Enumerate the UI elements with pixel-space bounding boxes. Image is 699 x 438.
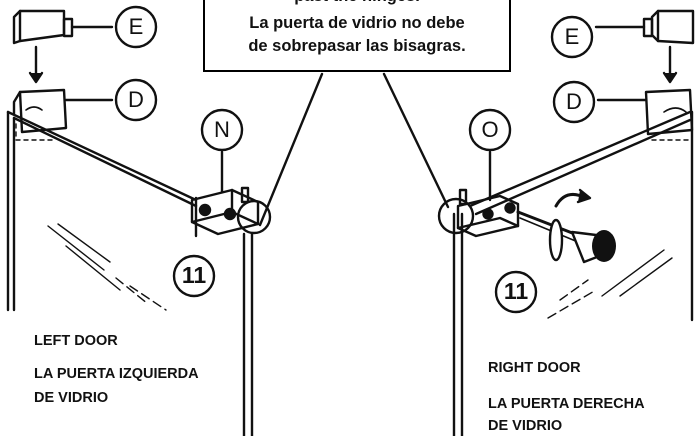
note-line-english: past the hinges. bbox=[205, 0, 509, 8]
part-d-left-label: D bbox=[128, 87, 144, 112]
bracket-d-left bbox=[12, 88, 114, 141]
warning-note-box: past the hinges. La puerta de vidrio no … bbox=[203, 0, 511, 72]
callout-leader-right bbox=[382, 72, 450, 209]
step-number-right: 11 bbox=[503, 278, 529, 304]
callout-d-left-circle bbox=[114, 78, 158, 122]
right-door-label-es-1: LA PUERTA DERECHA bbox=[488, 396, 645, 412]
callout-e-left-circle bbox=[114, 5, 158, 49]
part-o-label: O bbox=[481, 117, 499, 142]
callout-leader-left bbox=[258, 72, 324, 227]
glass-door-left bbox=[6, 110, 254, 436]
callout-11-left-circle bbox=[172, 254, 216, 298]
right-door-label-es-2: DE VIDRIO bbox=[488, 418, 563, 434]
callout-n-circle bbox=[200, 108, 244, 152]
step-number-left: 11 bbox=[181, 262, 207, 288]
callout-o-circle bbox=[468, 108, 512, 152]
note-line-spanish-2: de sobrepasar las bisagras. bbox=[248, 37, 466, 55]
callout-11-right-circle bbox=[494, 270, 538, 314]
left-door-label: LEFT DOOR bbox=[34, 333, 118, 349]
part-e-right-label: E bbox=[564, 24, 580, 49]
hinge-n bbox=[190, 150, 272, 236]
left-door-label-es-1: LA PUERTA IZQUIERDA bbox=[34, 366, 199, 382]
right-door-label: RIGHT DOOR bbox=[488, 360, 581, 376]
callout-e-right-circle bbox=[550, 15, 594, 59]
part-e-left-label: E bbox=[128, 14, 144, 39]
screwdriver bbox=[516, 188, 616, 264]
glass-door-right bbox=[452, 110, 694, 436]
arrow-down-right bbox=[662, 45, 678, 84]
arrow-down-left bbox=[28, 45, 44, 84]
part-d-right-label: D bbox=[566, 89, 582, 114]
callout-d-right-circle bbox=[552, 80, 596, 124]
bracket-e-left bbox=[12, 9, 114, 45]
note-line-spanish-1: La puerta de vidrio no debe bbox=[249, 14, 465, 32]
left-door-label-es-2: DE VIDRIO bbox=[34, 390, 109, 406]
bracket-e-right bbox=[594, 9, 695, 45]
part-n-label: N bbox=[214, 117, 230, 142]
hinge-o bbox=[437, 150, 520, 238]
